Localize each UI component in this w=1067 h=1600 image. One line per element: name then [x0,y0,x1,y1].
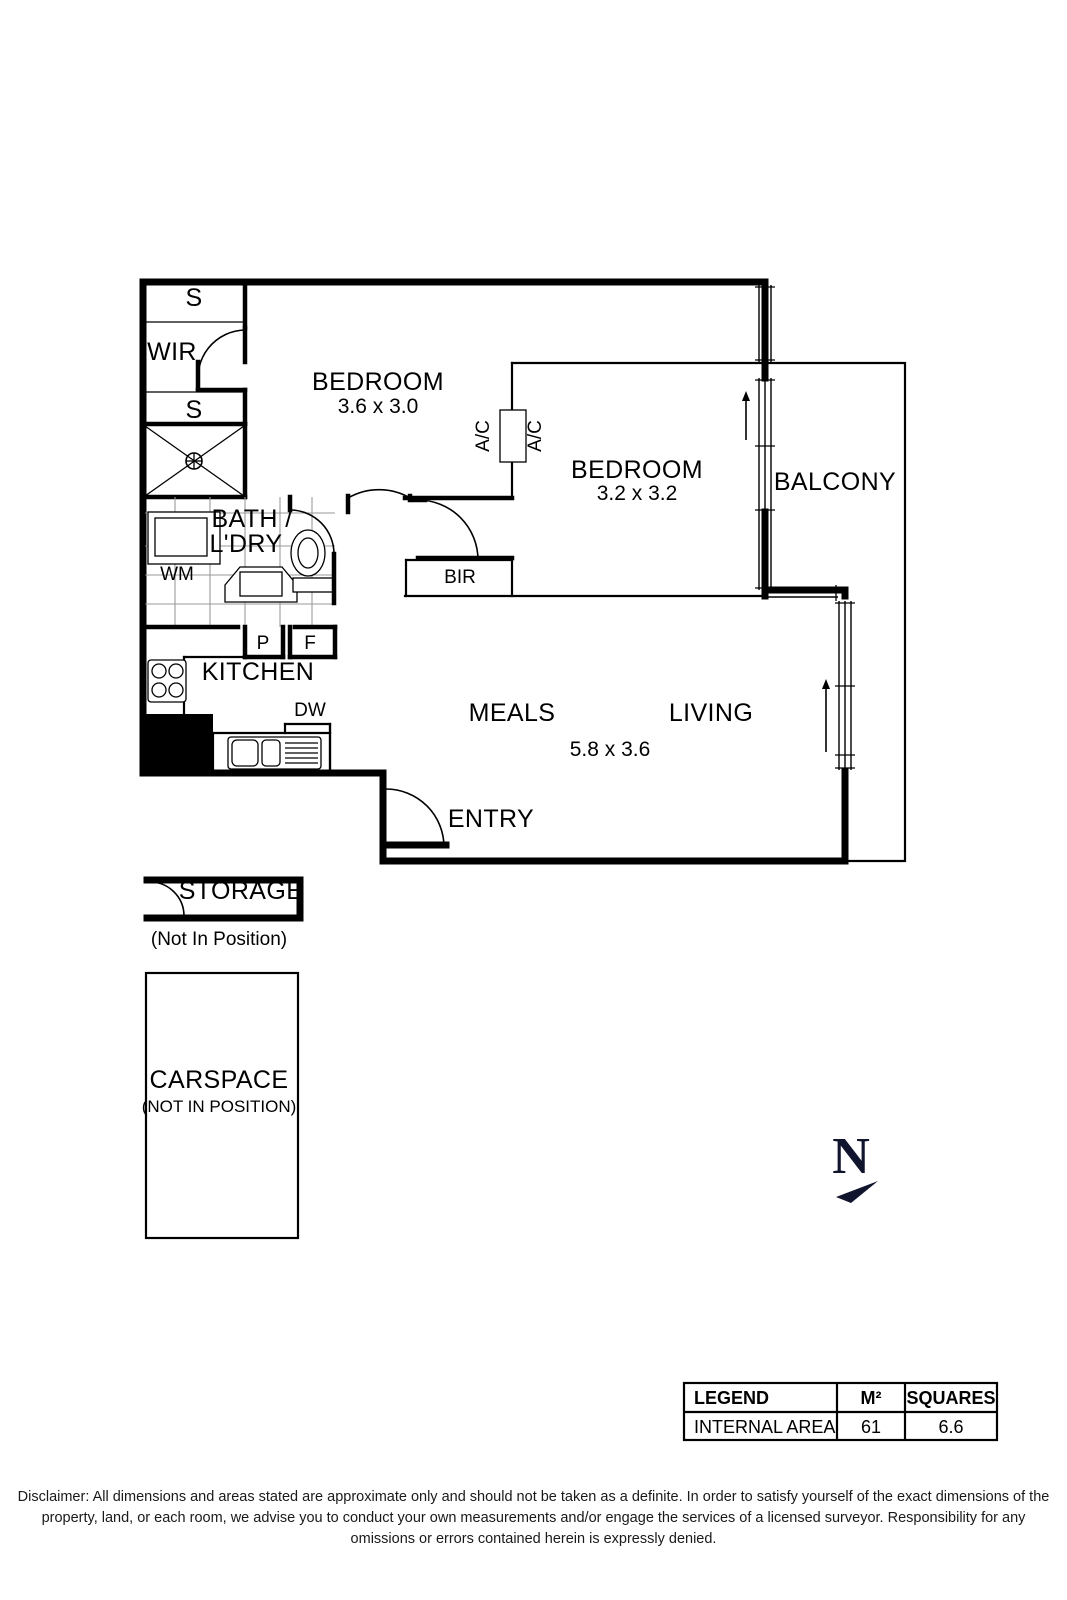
disclaimer-text: Disclaimer: All dimensions and areas sta… [17,1489,1050,1548]
balcony-label: BALCONY [774,468,896,496]
legend-row-squares: 6.6 [938,1417,963,1437]
shelf-label-bottom: S [185,396,202,424]
legend-row-m2: 61 [861,1417,881,1437]
bath-label-line1: BATH / [211,505,292,533]
bedroom-2: A/C A/C BIR BEDROOM 3.2 x 3.2 [403,361,767,598]
north-compass: N [832,1128,878,1203]
washing-machine-label: WM [160,564,194,585]
wir-closets: S WIR S [140,279,248,500]
pantry-fridge: P F [242,624,338,660]
toilet-cistern-icon [292,577,334,593]
balcony-outline [763,361,907,863]
living-dimensions: 5.8 x 3.6 [570,738,651,761]
carspace-block: CARSPACE (NOT IN POSITION) [142,971,300,1240]
bir-label: BIR [444,567,476,588]
kitchen-black-block [143,714,213,773]
bedroom1-label: BEDROOM [312,368,444,396]
entry-label: ENTRY [448,805,534,833]
ac-label-right: A/C [525,420,546,452]
bedroom1-dimensions: 3.6 x 3.0 [338,395,419,418]
legend-header-0: LEGEND [694,1388,769,1408]
carspace-note: (NOT IN POSITION) [142,1097,297,1116]
legend-table: LEGEND M² SQUARES INTERNAL AREA 61 6.6 [682,1381,999,1442]
kitchen-label: KITCHEN [202,658,315,686]
entry-door: ENTRY [379,781,534,849]
living-label: LIVING [669,699,753,727]
carspace-rect [144,971,300,1240]
dishwasher-label: DW [294,700,326,721]
legend-row-name: INTERNAL AREA [694,1417,835,1437]
kitchen: DW KITCHEN [143,655,332,775]
storage-label: STORAGE [179,877,304,905]
north-arrow-icon [836,1181,878,1203]
wir-label: WIR [147,338,197,366]
bedroom2-dimensions: 3.2 x 3.2 [597,482,678,505]
bedroom2-label: BEDROOM [571,456,703,484]
cooktop-icon [147,659,187,703]
bathroom-laundry: WM BATH / L'DRY [140,494,338,630]
shelf-label-top: S [185,284,202,312]
air-conditioner-icon [499,409,527,463]
ac-label-left: A/C [473,420,494,452]
balcony-glazing [742,285,855,770]
pantry-label: P [257,633,270,654]
storage-block: STORAGE (Not In Position) [143,876,304,950]
carspace-label: CARSPACE [150,1066,289,1094]
fridge-label: F [304,633,316,654]
meals-label: MEALS [469,699,556,727]
bath-label-line2: L'DRY [209,530,282,558]
legend-header-1: M² [861,1388,882,1408]
storage-note: (Not In Position) [151,929,287,950]
north-letter: N [832,1128,870,1185]
bedroom-1: BEDROOM 3.6 x 3.0 [312,368,515,515]
living-meals: MEALS LIVING 5.8 x 3.6 [469,699,753,761]
legend-header-2: SQUARES [906,1388,995,1408]
